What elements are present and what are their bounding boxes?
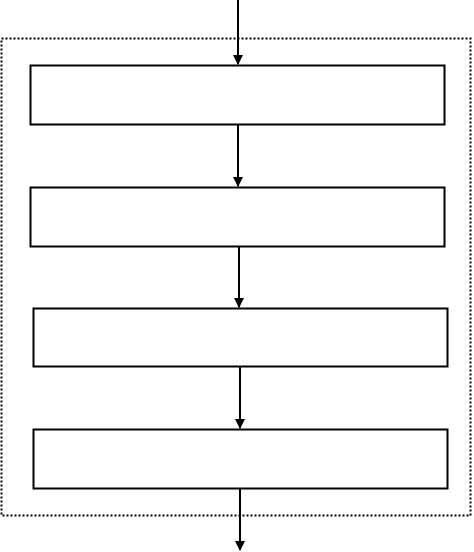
process-box-3 [32,307,449,368]
process-box-4 [32,428,449,490]
process-boxes [29,64,449,490]
process-box-1 [29,64,446,126]
dotted-container [0,37,472,517]
process-box-2 [29,186,446,248]
flow-arrows [233,0,245,551]
